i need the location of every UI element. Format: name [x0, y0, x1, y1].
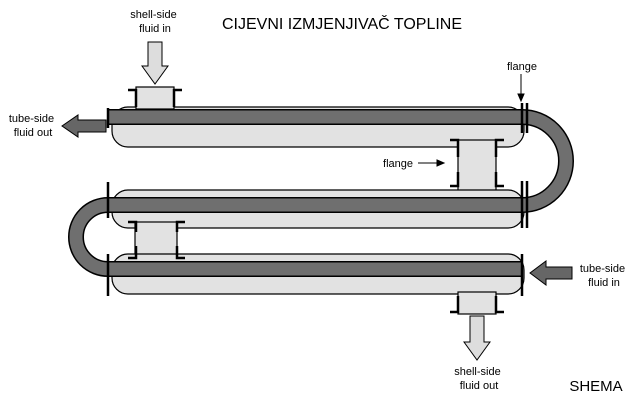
- tube-in-arrow: [529, 260, 573, 286]
- inlet-bracket-right: [172, 88, 182, 107]
- shell-middle-connector: [457, 139, 497, 193]
- shell-out-arrow: [463, 315, 491, 361]
- left-bracket-br: [175, 246, 185, 260]
- nozzle-brackets: [128, 88, 504, 314]
- outlet-bracket-left: [450, 296, 460, 314]
- left-bracket-tl: [128, 220, 138, 232]
- mid-bracket-bl: [450, 172, 460, 188]
- shell-in-label: shell-side fluid in: [130, 9, 180, 35]
- shema-label: SHEMA: [569, 378, 622, 395]
- inlet-bracket-left: [128, 88, 138, 107]
- left-bracket-tr: [175, 220, 185, 232]
- shell-outlet-nozzle: [457, 291, 497, 315]
- shell-inlet-nozzle: [135, 86, 175, 110]
- tube-in-label: tube-side fluid in: [580, 263, 628, 289]
- flange-pointers: [418, 74, 525, 167]
- diagram-title: CIJEVNI IZMJENJIVAČ TOPLINE: [222, 14, 462, 33]
- flange-pointer-middle-head: [436, 159, 446, 167]
- flange-middle-label: flange: [383, 158, 413, 170]
- mid-bracket-tl: [450, 138, 460, 157]
- mid-bracket-tr: [494, 138, 504, 157]
- left-bracket-bl: [128, 246, 138, 260]
- mid-bracket-br: [494, 172, 504, 188]
- flange-top-label: flange: [507, 61, 537, 73]
- tube-path: [68, 109, 574, 277]
- tube-out-label: tube-side fluid out: [9, 113, 57, 139]
- tube-out-arrow: [61, 114, 107, 138]
- flange-pointer-top-head: [517, 93, 525, 103]
- shell-in-arrow: [141, 41, 169, 85]
- flanges: [106, 103, 529, 296]
- outlet-bracket-right: [494, 296, 504, 314]
- shell-out-label: shell-side fluid out: [454, 366, 504, 392]
